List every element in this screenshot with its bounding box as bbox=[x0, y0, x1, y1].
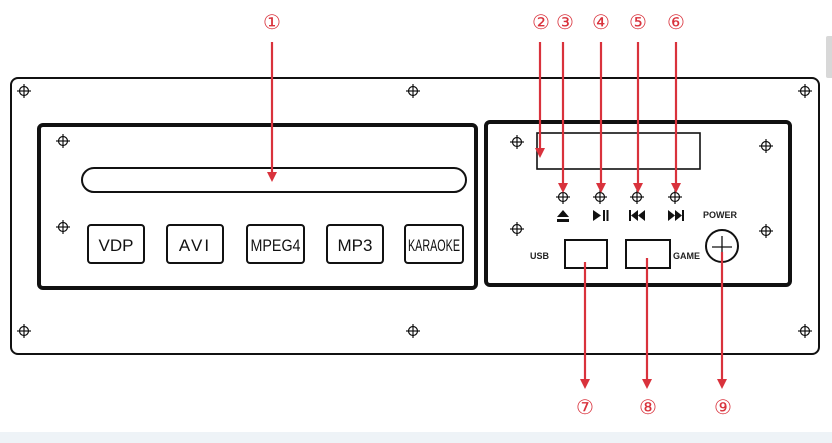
format-button-label: MP3 bbox=[338, 236, 373, 255]
format-button-vdp[interactable]: VDP bbox=[88, 225, 144, 263]
callout-3: ③ bbox=[556, 10, 574, 34]
callout-4: ④ bbox=[592, 10, 610, 34]
screw-icon bbox=[56, 220, 70, 234]
screw-icon bbox=[406, 324, 420, 338]
screw-icon bbox=[798, 324, 812, 338]
callout-6: ⑥ bbox=[667, 10, 685, 34]
screw-icon bbox=[759, 139, 773, 153]
outer-faceplate bbox=[11, 78, 819, 354]
format-button-label: KARAOKE bbox=[408, 236, 460, 255]
bottom-strip bbox=[0, 432, 832, 443]
game-label: GAME bbox=[673, 251, 700, 261]
previous-icon bbox=[629, 210, 645, 221]
screw-icon bbox=[17, 324, 31, 338]
callout-7: ⑦ bbox=[576, 395, 594, 419]
next-icon bbox=[668, 210, 684, 221]
previous-button[interactable] bbox=[629, 190, 645, 221]
screw-icon bbox=[56, 134, 70, 148]
callout-9: ⑨ bbox=[714, 395, 732, 419]
screw-icon bbox=[17, 84, 31, 98]
usb-label: USB bbox=[530, 251, 550, 261]
eject-button[interactable] bbox=[556, 190, 570, 222]
callout-5: ⑤ bbox=[629, 10, 647, 34]
power-label: POWER bbox=[703, 210, 738, 220]
screw-icon bbox=[510, 135, 524, 149]
next-button[interactable] bbox=[668, 190, 684, 221]
play-pause-button[interactable] bbox=[593, 190, 609, 221]
callout-2: ② bbox=[532, 10, 550, 34]
screw-icon bbox=[798, 84, 812, 98]
disc-slot[interactable] bbox=[82, 168, 466, 192]
callout-1: ① bbox=[263, 10, 281, 34]
format-button-label: AVI bbox=[179, 236, 211, 255]
format-button-mp3[interactable]: MP3 bbox=[327, 225, 383, 263]
format-button-mpeg4[interactable]: MPEG4 bbox=[247, 225, 304, 263]
callout-arrows bbox=[272, 42, 722, 384]
screw-icon bbox=[510, 222, 524, 236]
format-button-label: MPEG4 bbox=[251, 236, 301, 255]
callout-8: ⑧ bbox=[639, 395, 657, 419]
screw-icon bbox=[759, 224, 773, 238]
eject-icon bbox=[557, 210, 569, 222]
format-button-label: VDP bbox=[99, 236, 134, 255]
play-pause-icon bbox=[593, 210, 609, 221]
format-button-avi[interactable]: AVI bbox=[167, 225, 223, 263]
screw-icon bbox=[406, 84, 420, 98]
format-button-karaoke[interactable]: KARAOKE bbox=[405, 225, 463, 263]
